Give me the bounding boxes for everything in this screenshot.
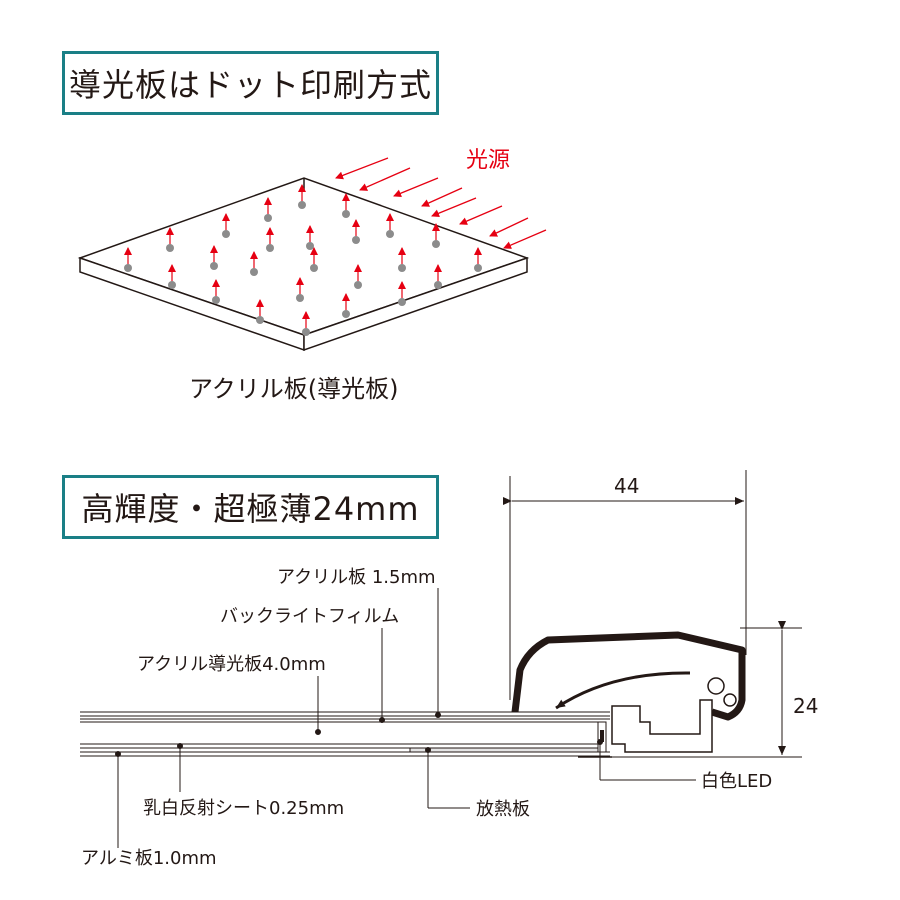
printed-dot [354,281,362,289]
label-backlight-film: バックライトフィルム [220,606,399,627]
light-source-arrow [359,167,411,191]
label-aluminum-plate: アルミ板1.0mm [81,848,217,869]
plate-right-edge [303,256,528,352]
label-acrylic-plate: アクリル板 1.5mm [277,567,436,588]
printed-dot [432,240,440,248]
printed-dot [310,264,318,272]
light-source-arrow [335,157,389,180]
printed-dot [352,236,360,244]
dimension-width-value: 44 [614,474,639,498]
label-reflect-sheet: 乳白反射シート0.25mm [143,798,344,819]
printed-dot [166,244,174,252]
printed-dot [222,230,230,238]
frame-profile [511,631,746,758]
printed-dot [212,296,220,304]
label-white-led: 白色LED [701,771,772,792]
printed-dot [266,244,274,252]
printed-dot [342,210,350,218]
light-source-arrow [503,229,547,249]
dimension-width: 44 [503,470,747,700]
light-source-arrow [393,177,439,198]
light-source-arrow [459,205,503,225]
light-source-arrow [421,187,463,207]
printed-dot [434,281,442,289]
section-title-thin-24mm: 高輝度・超極薄24mm [62,475,439,539]
leader-lines [115,588,696,848]
printed-dot [342,310,350,318]
printed-dot [398,298,406,306]
panel-layers [80,711,610,757]
printed-dot [296,294,304,302]
printed-dot [474,264,482,272]
printed-dot [398,264,406,272]
printed-dots [124,184,482,336]
acrylic-plate-drawing [77,177,530,352]
light-source-arrows [335,157,547,249]
plate-caption: アクリル板(導光板) [189,375,399,403]
printed-dot [306,242,314,250]
light-source-arrow [489,217,529,237]
led-chip [600,730,604,742]
light-source-arrow [431,197,477,218]
printed-dot [386,230,394,238]
dimension-height: 24 [612,621,818,758]
printed-dot [264,214,272,222]
label-heat-sink: 放熱板 [476,799,530,820]
printed-dot [168,281,176,289]
printed-dot [256,316,264,324]
printed-dot [210,262,218,270]
printed-dot [124,264,132,272]
dimension-height-value: 24 [793,694,818,718]
printed-dot [298,201,306,209]
section-title-dot-print: 導光板はドット印刷方式 [62,51,439,115]
printed-dot [302,328,310,336]
printed-dot [250,268,258,276]
light-source-label: 光源 [466,148,510,173]
label-light-guide: アクリル導光板4.0mm [137,654,326,675]
